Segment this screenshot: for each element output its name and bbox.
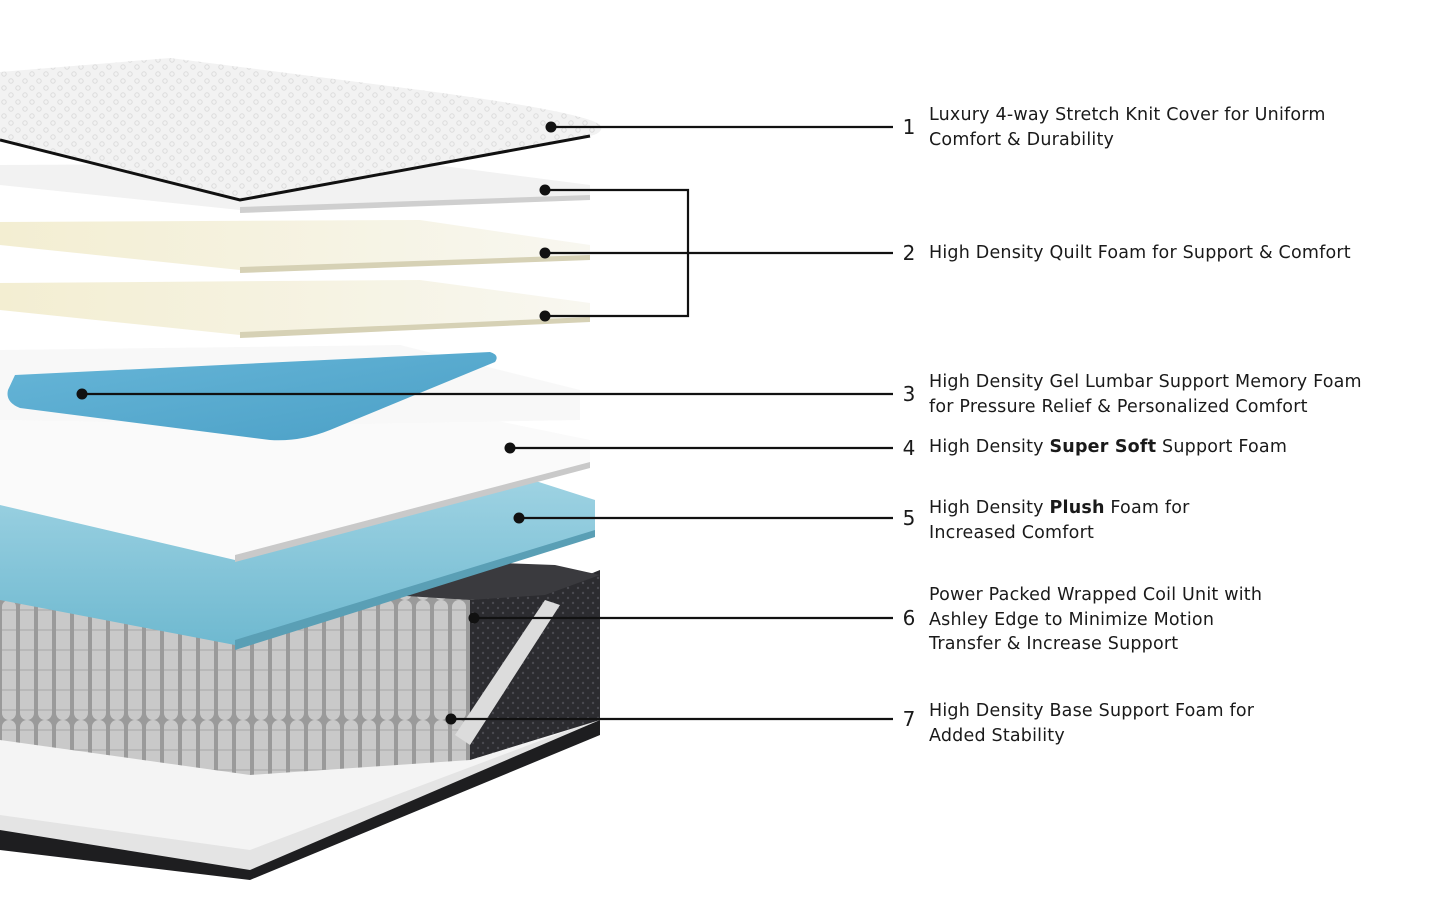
callout-text-line: Increased Comfort <box>929 521 1190 546</box>
callout-text-segment: High Density Gel Lumbar Support Memory F… <box>929 372 1362 392</box>
callout-text-segment: Increased Comfort <box>929 522 1095 543</box>
leader-dot-7 <box>445 713 457 725</box>
callout-number: 4 <box>902 436 916 460</box>
callout-text: High Density Quilt Foam for Support & Co… <box>929 241 1351 266</box>
callout-text-line: Comfort & Durability <box>929 128 1326 153</box>
callout-text-segment: Transfer & Increase Support <box>929 634 1179 654</box>
callout-text-line: Luxury 4-way Stretch Knit Cover for Unif… <box>929 103 1326 128</box>
callout-text-segment: Added Stability <box>929 725 1065 746</box>
callout-text-segment: Power Packed Wrapped Coil Unit with <box>929 585 1263 605</box>
leader-dot-4 <box>504 442 516 454</box>
callout-text-line: Power Packed Wrapped Coil Unit with <box>929 583 1262 608</box>
leader-lines <box>76 121 893 725</box>
callout-text-line: for Pressure Relief & Personalized Comfo… <box>929 395 1362 420</box>
callout-emphasis: Super Soft <box>1049 437 1157 457</box>
callout-number: 5 <box>902 506 916 530</box>
callout-text-line: High Density Quilt Foam for Support & Co… <box>929 241 1351 266</box>
callout-text-segment: High Density <box>929 437 1050 457</box>
leader-dot-1 <box>545 121 557 133</box>
callout-3: 3 High Density Gel Lumbar Support Memory … <box>897 370 1362 419</box>
callout-text-line: High Density Plush Foam for <box>929 496 1190 521</box>
callout-1: 1 Luxury 4-way Stretch Knit Cover for Uni… <box>897 103 1326 152</box>
leader-dot-3 <box>76 388 88 400</box>
callout-text-line: Added Stability <box>929 724 1254 749</box>
callout-text-segment: High Density Base Support Foam for <box>929 701 1255 721</box>
callout-text-segment: Ashley Edge to Minimize Motion <box>929 609 1215 630</box>
callout-text: High Density Gel Lumbar Support Memory F… <box>929 370 1362 419</box>
leader-dot-2-3 <box>539 310 551 322</box>
callout-text-segment: Comfort & Durability <box>929 129 1115 150</box>
callout-text-segment: Foam for <box>1104 498 1190 518</box>
callout-2: 2 High Density Quilt Foam for Support & C… <box>897 241 1351 266</box>
super-soft-foam-layer <box>0 405 590 562</box>
gel-lumbar-layer <box>0 345 580 441</box>
callout-text-segment: Luxury 4-way Stretch Knit Cover for Unif… <box>929 105 1326 125</box>
knit-cover-layer <box>0 58 602 202</box>
callout-emphasis: Plush <box>1049 498 1105 518</box>
callout-text-line: Ashley Edge to Minimize Motion <box>929 608 1262 633</box>
callout-number: 6 <box>902 606 916 630</box>
leader-dot-2-1 <box>539 184 551 196</box>
callout-number: 3 <box>902 382 916 406</box>
callout-text-line: Transfer & Increase Support <box>929 632 1262 657</box>
callout-text-segment: for Pressure Relief & Personalized Comfo… <box>929 396 1308 417</box>
callout-text-segment: High Density Quilt Foam for Support & Co… <box>929 243 1351 263</box>
leader-dot-6 <box>468 612 480 624</box>
leader-dot-5 <box>513 512 525 524</box>
callout-text-segment: Support Foam <box>1156 437 1288 457</box>
callout-number: 2 <box>902 241 916 265</box>
callout-text-line: High Density Base Support Foam for <box>929 699 1254 724</box>
callout-number: 7 <box>902 707 916 731</box>
callout-text-line: High Density Gel Lumbar Support Memory F… <box>929 370 1362 395</box>
leader-dot-2-2 <box>539 247 551 259</box>
callout-text: Luxury 4-way Stretch Knit Cover for Unif… <box>929 103 1326 152</box>
callout-text-segment: High Density <box>929 498 1050 518</box>
callout-4: 4 High Density Super Soft Support Foam <box>897 435 1287 460</box>
callout-text: High Density Super Soft Support Foam <box>929 435 1287 460</box>
callout-number: 1 <box>902 115 916 139</box>
callout-text-line: High Density Super Soft Support Foam <box>929 435 1287 460</box>
